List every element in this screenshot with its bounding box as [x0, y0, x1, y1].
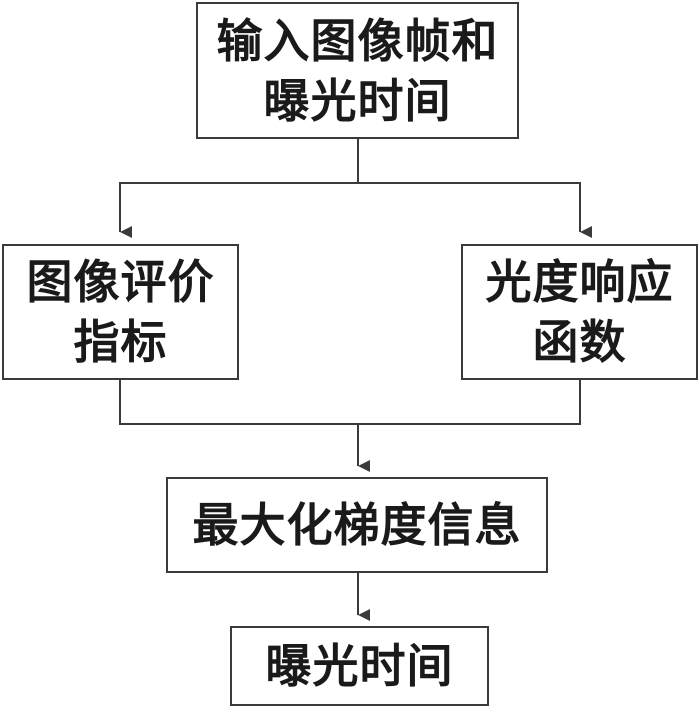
- edge-input-to-response: [358, 182, 592, 238]
- node-eval-line2: 指标: [73, 315, 168, 369]
- edge-eval-to-merge: [119, 380, 358, 425]
- node-input-line1: 输入图像帧和: [216, 13, 499, 68]
- node-response-line2: 函数: [532, 315, 627, 369]
- edge-input-to-eval: [119, 182, 358, 238]
- node-photometric-response-function: 光度响应 函数: [461, 244, 698, 380]
- node-maximize-label: 最大化梯度信息: [192, 498, 522, 552]
- node-output-label: 曝光时间: [265, 639, 454, 693]
- node-input-frames-exposure: 输入图像帧和 曝光时间: [196, 2, 519, 139]
- node-input-line2: 曝光时间: [263, 73, 452, 128]
- node-image-evaluation-metric: 图像评价 指标: [2, 244, 239, 380]
- edge-response-to-merge: [358, 380, 581, 425]
- node-output-exposure-time: 曝光时间: [230, 626, 489, 706]
- node-response-line1: 光度响应: [485, 255, 674, 309]
- node-eval-line1: 图像评价: [26, 255, 215, 309]
- node-maximize-gradient-information: 最大化梯度信息: [166, 477, 548, 573]
